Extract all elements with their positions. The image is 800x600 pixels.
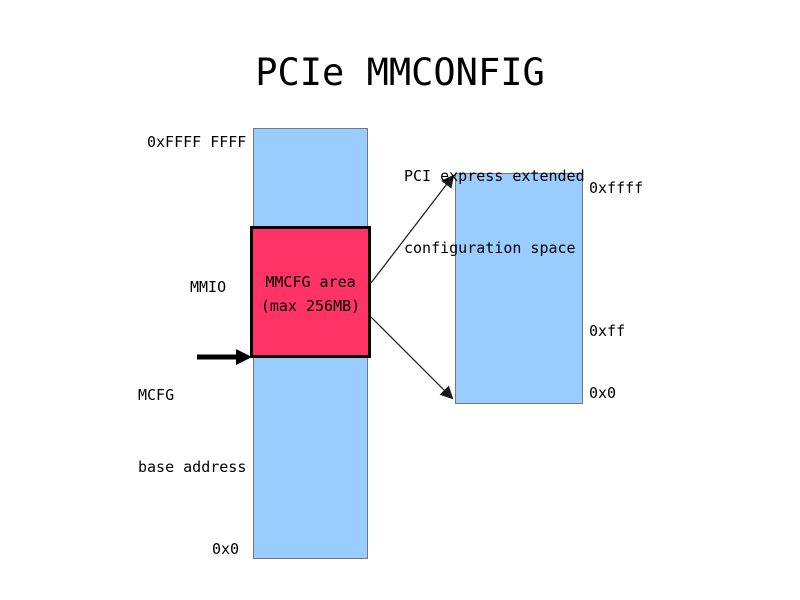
config-bottom-address-label: 0x0	[589, 384, 617, 402]
config-space-caption: PCI express extended configuration space	[404, 116, 585, 308]
config-space-caption-line2: configuration space	[404, 239, 576, 257]
page-title: PCIe MMCONFIG	[255, 51, 545, 94]
expand-line-bottom	[370, 316, 454, 400]
config-space-caption-line1: PCI express extended	[404, 167, 585, 185]
mcfg-base-address-label-line1: MCFG	[138, 386, 175, 404]
mcfg-base-address-label: MCFG base address	[138, 335, 246, 527]
mmio-region-label: MMIO	[190, 278, 227, 296]
mmcfg-area-box: MMCFG area (max 256MB)	[250, 226, 371, 358]
memory-top-address-label: 0xFFFF FFFF	[147, 133, 247, 151]
memory-bottom-address-label: 0x0	[212, 540, 240, 558]
config-top-address-label: 0xffff	[589, 179, 644, 197]
config-mid-address-label: 0xff	[589, 322, 626, 340]
config-space-box	[455, 173, 583, 404]
mmcfg-area-label-line2: (max 256MB)	[260, 297, 361, 315]
mmcfg-area-label-line1: MMCFG area	[265, 273, 356, 291]
mcfg-base-address-label-line2: base address	[138, 458, 247, 476]
